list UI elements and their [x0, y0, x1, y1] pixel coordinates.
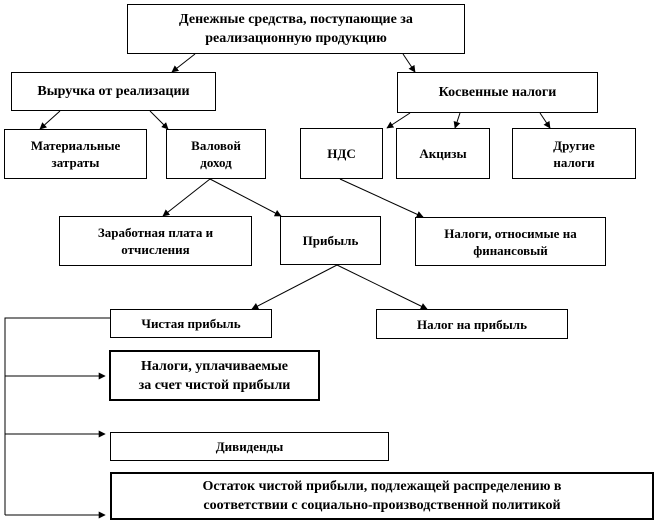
arrow-revenue-to-materials — [39, 110, 61, 130]
node-taxes-from-net-profit: Налоги, уплачиваемые за счет чистой приб… — [109, 350, 320, 401]
arrow-indirect-to-vat — [386, 112, 411, 129]
node-indirect-taxes: Косвенные налоги — [397, 72, 598, 113]
node-sales-revenue: Выручка от реализации — [11, 72, 216, 111]
node-vat: НДС — [300, 128, 383, 179]
node-cash-inflow: Денежные средства, поступающие за реализ… — [127, 4, 465, 54]
node-material-costs: Материальные затраты — [4, 129, 147, 179]
node-profit-tax: Налог на прибыль — [376, 309, 568, 339]
arrow-indirect-to-other-taxes — [539, 112, 551, 129]
arrow-gross-to-profit — [209, 178, 282, 217]
node-excise: Акцизы — [396, 128, 490, 179]
node-financial-taxes: Налоги, относимые на финансовый — [415, 217, 606, 266]
node-remaining-net-profit: Остаток чистой прибыли, подлежащей распр… — [110, 472, 654, 520]
arrow-indirect-to-excise — [453, 112, 461, 129]
arrow-vat-to-fin-taxes — [339, 178, 424, 218]
arrow-profit-to-net-profit — [251, 264, 338, 310]
arrow-cash-to-indirect-taxes — [402, 53, 416, 73]
arrow-gross-to-wages — [162, 178, 211, 217]
arrow-revenue-to-gross-income — [149, 110, 169, 130]
node-dividends: Дивиденды — [110, 432, 389, 461]
node-gross-income: Валовой доход — [166, 129, 266, 179]
arrow-profit-to-profit-tax — [336, 264, 428, 310]
arrow-cash-to-revenue — [171, 53, 196, 73]
bracket-net-profit-distribution — [4, 317, 110, 515]
node-other-taxes: Другие налоги — [512, 128, 636, 179]
node-wages: Заработная плата и отчисления — [59, 216, 252, 266]
node-profit: Прибыль — [280, 216, 381, 265]
node-net-profit: Чистая прибыль — [110, 309, 272, 338]
